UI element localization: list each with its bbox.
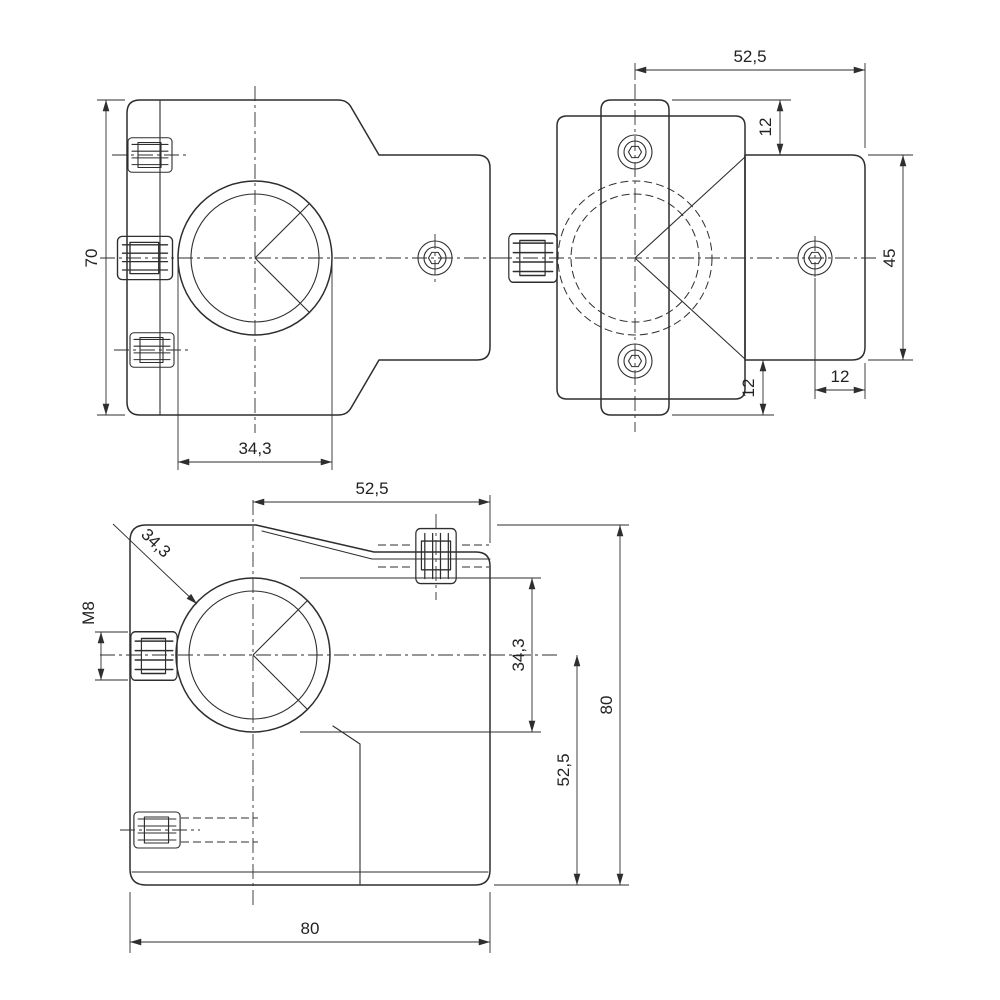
dimension-top-offset: 12	[672, 99, 791, 156]
arm-outline	[744, 154, 866, 361]
body-outline	[556, 115, 746, 400]
dimension-overall-width: 80	[129, 892, 491, 953]
dim-label: 34,3	[137, 525, 174, 562]
dim-label: 12	[831, 367, 850, 386]
centerline	[497, 84, 880, 432]
side-view: 52,5 12 45 12 12	[497, 47, 913, 432]
centerline	[100, 500, 560, 908]
clamp-v-split	[252, 600, 308, 710]
body-outline	[126, 99, 491, 416]
dim-label: 80	[301, 919, 320, 938]
dimension-bottom-offset: 12	[672, 359, 774, 416]
arm-step-edge	[332, 725, 361, 885]
clamp-v-split	[254, 203, 310, 313]
dimension-arm-height: 45	[868, 154, 913, 361]
clamp-screw-m8	[130, 630, 178, 682]
dim-label: 52,5	[733, 47, 766, 66]
dim-label: 80	[597, 696, 616, 715]
clamp-v-split	[634, 156, 746, 360]
centerline	[100, 86, 508, 433]
front-view: 70 34,3	[82, 86, 508, 470]
dim-label: 70	[82, 249, 101, 268]
dimension-arm-length: 52,5	[252, 479, 491, 543]
dim-label: 34,3	[238, 439, 271, 458]
dim-label: 12	[756, 118, 775, 137]
hidden-thread-lower	[181, 817, 258, 843]
dimension-screw-edge-distance: 12	[814, 278, 866, 399]
dim-label: M8	[79, 601, 98, 625]
dimension-bore-diameter: 34,3	[177, 264, 333, 470]
dimension-clamp-thread: M8	[79, 601, 128, 681]
dim-label: 45	[880, 249, 899, 268]
dimension-overall-height: 80	[494, 524, 629, 886]
dimension-arm-length: 52,5	[634, 47, 866, 148]
top-view: 52,5 34,3 M8 34,3 52,5 80 80	[79, 479, 629, 953]
dim-label: 12	[739, 379, 758, 398]
dimension-overall-height: 70	[82, 99, 125, 416]
dim-label: 52,5	[355, 479, 388, 498]
dimension-bore-leader: 34,3	[112, 523, 198, 605]
body-outline	[129, 524, 491, 886]
dim-label: 34,3	[509, 638, 528, 671]
clamp-band-outline	[600, 99, 670, 416]
dimension-center-to-base: 52,5	[554, 654, 581, 886]
dimension-bore-diameter: 34,3	[300, 577, 541, 733]
dim-label: 52,5	[554, 753, 573, 786]
